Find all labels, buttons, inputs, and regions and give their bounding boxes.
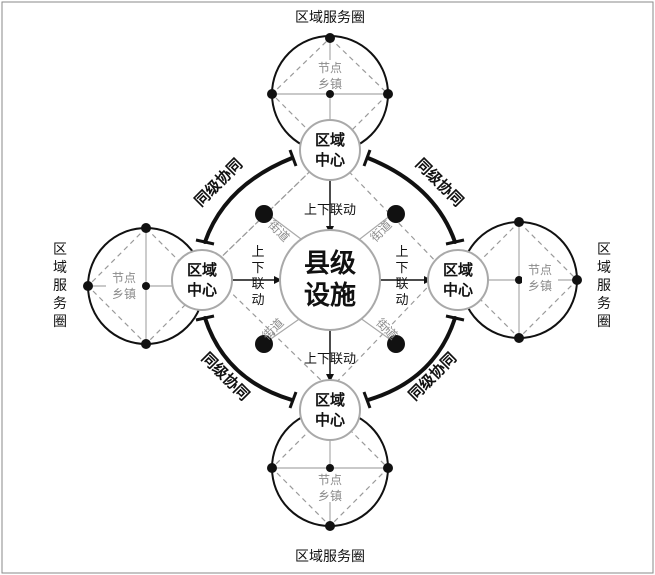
collab-arc-top-right <box>366 156 457 244</box>
svg-text:动: 动 <box>395 293 408 308</box>
node-dot <box>325 33 335 43</box>
region-center-bottom <box>299 379 361 441</box>
service-circle-label-top: 区域服务圈 <box>295 10 365 26</box>
region-center-left <box>171 249 233 311</box>
linkage-label-bottom: 上下联动 <box>304 352 356 367</box>
svg-text:节点: 节点 <box>318 473 342 487</box>
svg-text:圈: 圈 <box>53 314 67 330</box>
node-dot <box>326 90 334 98</box>
region-center-top <box>299 119 361 181</box>
svg-text:乡镇: 乡镇 <box>112 287 136 301</box>
county-label-line1: 县级 <box>304 248 356 279</box>
region-label-right-1: 区域 <box>443 261 473 279</box>
svg-text:区: 区 <box>53 242 67 258</box>
linkage-label-left: 上 下 联 动 <box>251 245 264 308</box>
county-facility-circle <box>279 229 381 331</box>
service-circle-label-left: 区 域 服 务 圈 <box>53 242 67 330</box>
collab-label-top-right: 同级协同 <box>412 155 467 210</box>
collab-arc-top-left <box>203 156 294 244</box>
svg-text:节点: 节点 <box>318 61 342 75</box>
node-dot <box>267 89 277 99</box>
svg-text:务: 务 <box>53 296 67 312</box>
linkage-arrows <box>224 172 432 382</box>
collab-label-top-left: 同级协同 <box>191 155 246 210</box>
street-dots <box>255 205 405 353</box>
svg-text:节点: 节点 <box>528 263 552 277</box>
collaboration-arcs <box>203 156 457 402</box>
svg-text:下: 下 <box>251 261 264 276</box>
svg-text:联: 联 <box>251 277 264 292</box>
region-label-top-2: 中心 <box>315 151 345 169</box>
svg-text:服: 服 <box>53 278 67 294</box>
linkage-label-right: 上 下 联 动 <box>395 245 408 308</box>
street-label-top-right: 街道 <box>368 218 395 245</box>
svg-text:下: 下 <box>395 261 408 276</box>
svg-text:域: 域 <box>597 260 611 276</box>
linkage-label-top: 上下联动 <box>304 203 356 218</box>
service-circle-top <box>267 33 393 153</box>
svg-text:节点: 节点 <box>112 271 136 285</box>
region-label-left-1: 区域 <box>187 261 217 279</box>
svg-text:区: 区 <box>597 242 611 258</box>
svg-text:圈: 圈 <box>597 314 611 330</box>
street-label-top-left: 街道 <box>265 218 292 245</box>
region-label-right-2: 中心 <box>443 281 473 299</box>
node-dot <box>383 89 393 99</box>
region-label-bottom-2: 中心 <box>315 411 345 429</box>
svg-text:联: 联 <box>395 277 408 292</box>
svg-text:乡镇: 乡镇 <box>318 489 342 503</box>
service-circle-label-bottom: 区域服务圈 <box>295 549 365 565</box>
collab-arc-bottom-left <box>203 316 294 402</box>
region-label-left-2: 中心 <box>187 281 217 299</box>
service-circle-label-right: 区 域 服 务 圈 <box>597 242 611 330</box>
svg-text:务: 务 <box>597 296 611 312</box>
svg-text:服: 服 <box>597 278 611 294</box>
region-label-bottom-1: 区域 <box>315 391 345 409</box>
svg-text:乡镇: 乡镇 <box>318 77 342 91</box>
svg-text:乡镇: 乡镇 <box>528 279 552 293</box>
region-center-right <box>427 249 489 311</box>
region-label-top-1: 区域 <box>315 131 345 149</box>
node-township-labels: 节点 乡镇 节点 乡镇 节点 乡镇 节点 乡镇 <box>112 61 552 503</box>
county-label-line2: 设施 <box>304 280 356 311</box>
svg-text:域: 域 <box>53 260 67 276</box>
svg-text:上: 上 <box>395 245 408 260</box>
collab-arc-bottom-right <box>366 316 457 402</box>
svg-text:动: 动 <box>251 293 264 308</box>
collab-arc-ticks <box>195 149 465 409</box>
svg-text:上: 上 <box>251 245 264 260</box>
